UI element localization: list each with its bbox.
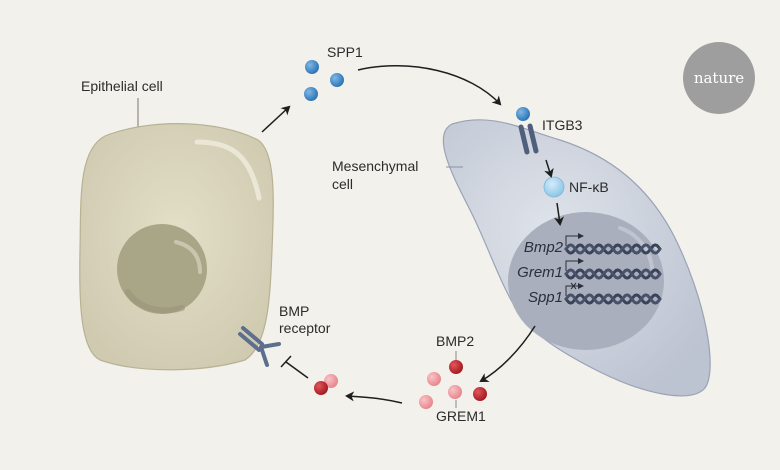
epithelial-nucleus [117, 224, 207, 314]
promoter-arrow [565, 235, 579, 246]
mesenchymal-nucleus [508, 212, 664, 350]
bmp2-protein [449, 360, 463, 374]
itgb3-receptor [518, 123, 539, 155]
secreted-proteins [419, 351, 487, 409]
bmp2-label: BMP2 [436, 333, 474, 349]
grem1-protein [448, 385, 462, 399]
spp1-bound-protein [516, 107, 530, 121]
nature-logo: nature [683, 42, 755, 114]
spp1-protein [305, 60, 319, 74]
arrow-secreted-to-epithelial [345, 391, 403, 404]
grem1-protein [419, 395, 433, 409]
bmp-receptor [238, 326, 281, 367]
nfkb-label: NF-κB [569, 179, 609, 195]
bmp-receptor-label-line2: receptor [279, 320, 331, 336]
nature-logo-text: nature [694, 69, 744, 87]
itgb3-label: ITGB3 [542, 117, 583, 133]
gene-row-bmp2: Bmp2 [524, 233, 662, 256]
gene-label: Bmp2 [524, 239, 564, 256]
bmp-receptor-label-line1: BMP [279, 303, 309, 319]
dna-strand [564, 243, 662, 255]
arrow-nfkb-to-nucleus [554, 202, 564, 226]
nfkb-protein [543, 176, 565, 198]
promoter-arrowhead [578, 283, 584, 289]
epithelial-cell-label: Epithelial cell [81, 78, 163, 94]
dna-strand [564, 268, 662, 280]
gene-label: Grem1 [517, 264, 563, 281]
blocked-transcription-icon [570, 282, 577, 290]
inhibition-bar [280, 355, 292, 368]
dna-strand [564, 293, 662, 305]
bmp2-protein [473, 387, 487, 401]
epithelial-cell [79, 98, 274, 371]
bmp2-grem1-complex [314, 374, 338, 395]
grem1-protein [427, 372, 441, 386]
spp1-proteins [304, 60, 344, 101]
mesenchymal-cell-label-line1: Mesenchymal [332, 158, 418, 174]
mesenchymal-cell-label-line2: cell [332, 176, 353, 192]
arrow-epithelial-to-spp1 [261, 105, 291, 133]
promoter-arrow [565, 260, 579, 271]
inhibition-arrow [285, 361, 309, 379]
mesenchymal-cell [442, 119, 711, 397]
spp1-protein [330, 73, 344, 87]
gene-row-spp1: Spp1 [528, 282, 662, 306]
arrow-nucleus-to-secreted [479, 325, 536, 383]
promoter-arrowhead [578, 233, 584, 239]
gene-row-grem1: Grem1 [517, 258, 662, 281]
promoter-arrowhead [578, 258, 584, 264]
arrow-spp1-to-itgb3 [357, 64, 502, 106]
spp1-label: SPP1 [327, 44, 363, 60]
arrow-itgb3-to-nfkb [544, 159, 554, 178]
gene-label: Spp1 [528, 289, 563, 306]
promoter-arrow [565, 285, 579, 296]
grem1-label: GREM1 [436, 408, 486, 424]
spp1-protein [304, 87, 318, 101]
